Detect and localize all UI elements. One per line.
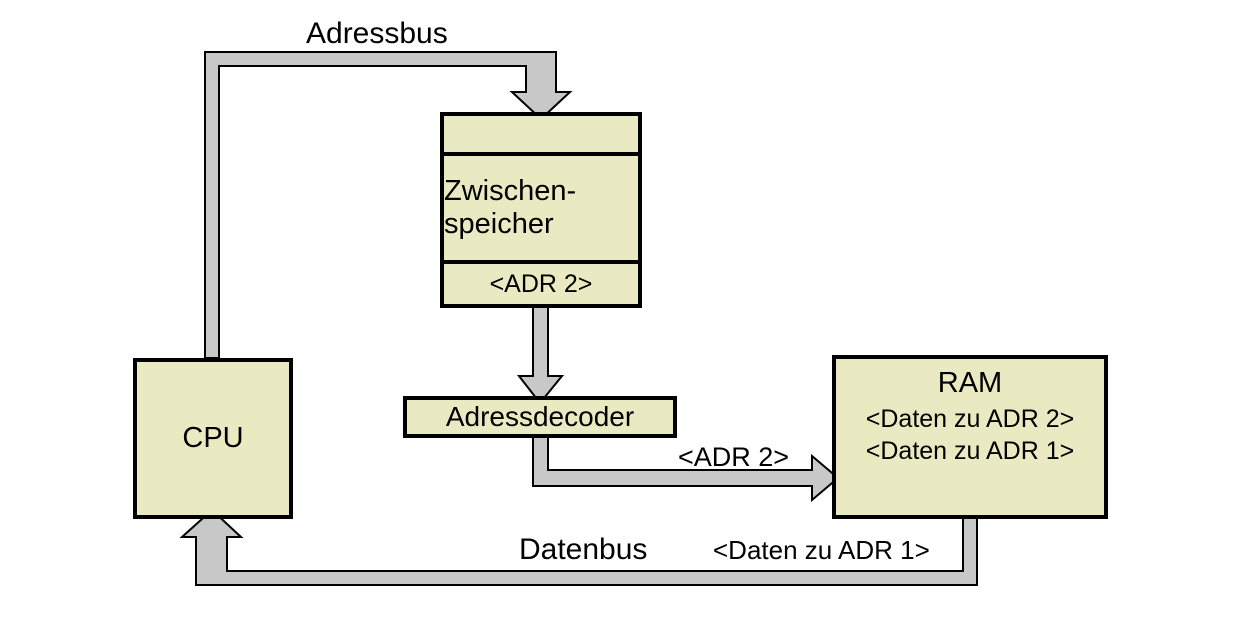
datenbus-value-label: <Daten zu ADR 1> xyxy=(713,535,930,565)
node-adressdecoder[interactable]: Adressdecoder xyxy=(403,396,677,438)
node-ram[interactable]: RAM <Daten zu ADR 2> <Daten zu ADR 1> xyxy=(832,355,1108,519)
datenbus-label: Datenbus xyxy=(519,533,648,566)
zwischenspeicher-name-cell: Zwischen- speicher xyxy=(444,156,638,264)
ram-content-line-2: <Daten zu ADR 1> xyxy=(865,437,1075,466)
adressdecoder-label: Adressdecoder xyxy=(445,401,635,433)
adressbus-label: Adressbus xyxy=(306,17,448,50)
cpu-label: CPU xyxy=(182,422,244,455)
datenbus-arrow xyxy=(179,508,978,586)
ram-title: RAM xyxy=(937,367,1003,399)
zwischenspeicher-to-adressdecoder-arrow xyxy=(516,305,565,405)
adressdecoder-to-ram-arrow xyxy=(532,435,840,503)
node-zwischenspeicher[interactable]: Zwischen- speicher <ADR 2> xyxy=(440,112,642,308)
decoder-to-ram-label: <ADR 2> xyxy=(678,442,790,472)
ram-content-line-1: <Daten zu ADR 2> xyxy=(865,405,1075,434)
adressbus-arrow xyxy=(204,51,573,359)
zwischenspeicher-value-cell: <ADR 2> xyxy=(489,269,593,298)
zwischenspeicher-empty-cell xyxy=(444,116,638,156)
node-cpu[interactable]: CPU xyxy=(133,358,293,519)
